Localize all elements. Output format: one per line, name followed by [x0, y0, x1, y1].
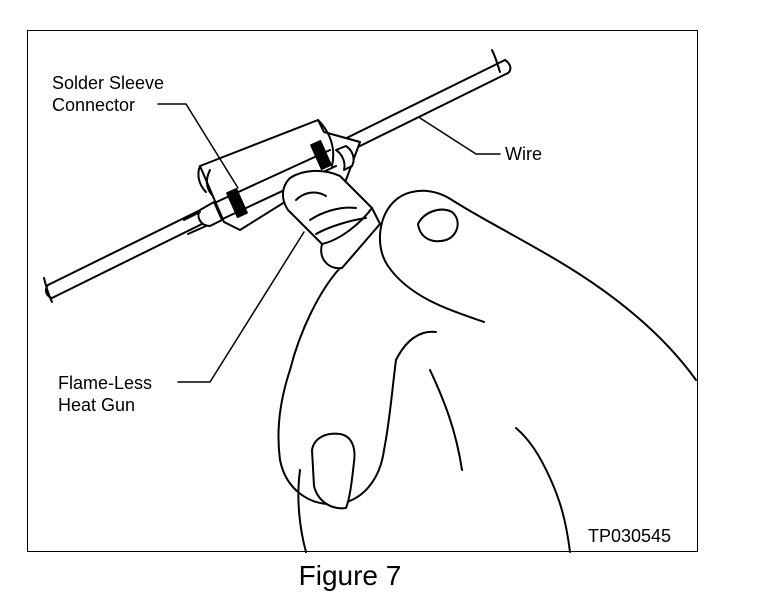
- connector-label-line1: Solder Sleeve: [52, 73, 165, 93]
- connector-leader: [157, 103, 239, 189]
- leader-lines: [157, 103, 501, 383]
- wire-label: Wire: [505, 144, 542, 164]
- solder-sleeve-connector-icon: [183, 119, 361, 235]
- figure-code: TP030545: [588, 526, 672, 546]
- wire-leader: [419, 117, 501, 155]
- figure-caption: Figure 7: [298, 560, 402, 591]
- connector-label-line2: Connector: [52, 95, 136, 115]
- figure-frame: [27, 30, 698, 552]
- hand-icon: [277, 189, 697, 553]
- gun-leader: [177, 231, 305, 383]
- heat-gun-icon: [282, 170, 381, 270]
- gun-label-line1: Flame-Less: [58, 373, 153, 393]
- gun-label-line2: Heat Gun: [58, 395, 136, 415]
